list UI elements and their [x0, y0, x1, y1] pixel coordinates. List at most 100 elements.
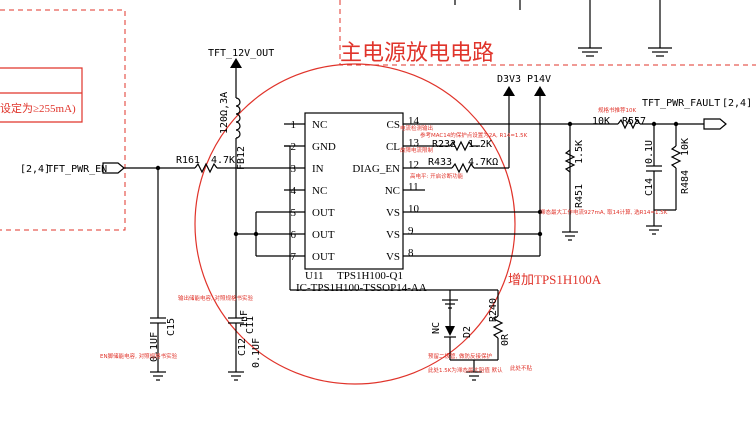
tft-pwr-fault-ref: [2,4] [722, 98, 752, 109]
p14v-arrow [534, 86, 546, 96]
vs-pins-bus [425, 209, 543, 257]
resistor-r484: 10K R484 [670, 124, 691, 210]
resistor-r240: R240 0R [450, 290, 511, 381]
resistor-r557: 10K R557 [592, 116, 704, 130]
ic-pin-num-9: 9 [408, 225, 414, 237]
c12-ref: C12 [237, 338, 248, 356]
tft-12v-out-arrow [230, 58, 242, 68]
note-diag: 高电平: 开启诊断功能 [410, 172, 464, 180]
c15-ref: C15 [166, 318, 177, 336]
ic-pin-num-7: 7 [291, 251, 297, 263]
ic-u11: NC GND IN NC OUT OUT OUT CS CL DIAG_EN N… [291, 112, 427, 294]
d3v3-label: D3V3 [497, 74, 521, 85]
tft-pwr-en-label: TFT_PWR_EN [47, 164, 107, 175]
ic-pin-num-1: 1 [291, 119, 297, 131]
ic-pin-num-8: 8 [408, 247, 414, 259]
r557-value: 10K [592, 116, 610, 127]
note-r557: 规格书推荐10K [598, 106, 636, 114]
out-pins-bus [253, 211, 284, 257]
region-boundaries [0, 0, 756, 231]
ic-pin-name-3: IN [312, 163, 324, 175]
ic-pin-name-11: NC [385, 185, 400, 197]
tft-pwr-fault-label: TFT_PWR_FAULT [642, 98, 720, 109]
left-box-text: 设定为≥255mA) [0, 101, 76, 115]
p14v-label: P14V [527, 74, 551, 85]
design-notes: 电流检测输出 参考MAC14的保护点设置为2A, R14=1.5K 故障电流限制… [100, 106, 668, 374]
c12-value: 0.1UF [251, 338, 262, 368]
note-fault-limit: 故障电流限制 [400, 146, 434, 154]
ic-pin-name-14: CS [387, 119, 400, 131]
ic-body [304, 112, 404, 270]
capacitor-c11: C11 1nF C12 0.1UF [228, 310, 262, 381]
ic-pin-name-1: NC [312, 119, 327, 131]
resistor-r451: 1.5K R451 [562, 140, 585, 241]
ic-pin-num-5: 5 [291, 207, 297, 219]
ic-pin-name-4: NC [312, 185, 327, 197]
r557-ref: R557 [622, 116, 646, 127]
r433-ref: R433 [428, 157, 452, 168]
resistor-r433: R433 4.7KΩ [425, 157, 509, 174]
ic-pin-num-3: 3 [291, 163, 297, 175]
ic-ref: U11 [305, 270, 324, 282]
r240-value: 0R [500, 333, 511, 346]
d3v3-arrow [503, 86, 515, 96]
ic-pin-num-11: 11 [408, 181, 419, 193]
ic-pin-num-12: 12 [408, 159, 419, 171]
ic-pin-num-10: 10 [408, 203, 420, 215]
cs-net [425, 121, 618, 232]
fb12-value: 120Ω,3A [219, 92, 230, 134]
tft-pwr-en-port [102, 162, 125, 174]
c14-ref: C14 [644, 178, 655, 196]
note-en-cap: EN脚储能电容, 对照规格书实验 [100, 352, 178, 360]
ic-pin-num-6: 6 [291, 229, 297, 241]
top-right-partial-parts [454, 0, 672, 57]
ic-pin-num-2: 2 [291, 141, 297, 153]
ic-pin-name-5: OUT [312, 207, 335, 219]
r240-ref: R240 [488, 298, 499, 322]
r232-value: 1.2K [468, 139, 492, 150]
d2-symbol [445, 326, 455, 336]
ic-value: TPS1H100-Q1 [337, 270, 403, 282]
highlight-circle [194, 63, 516, 385]
ic-pin-name-13: CL [386, 141, 400, 153]
tft-pwr-en-ref: [2,4] [20, 164, 50, 175]
r484-value: 10K [680, 138, 691, 156]
ic-pin-stubs [284, 123, 425, 257]
note-cs-calc: 滞态最大工作电流927mA, 取14计算, 选R14=1.5K [540, 208, 668, 216]
ic-package: IC-TPS1H100-TSSOP14-AA [296, 282, 427, 294]
ic-pin-num-4: 4 [291, 185, 297, 197]
ic-pin-name-6: OUT [312, 229, 335, 241]
ic-pin-num-13: 13 [408, 137, 420, 149]
c11-ref: C11 [245, 316, 256, 334]
resistor-r232: R232 1.2K [425, 139, 492, 152]
c14-value: 0.1U [644, 140, 655, 164]
fb12-ref: FB12 [236, 146, 247, 170]
ic-pin-name-2: GND [312, 141, 336, 153]
supply-nets: D3V3 P14V [497, 74, 551, 256]
note-out-cap: 输出储能电容, 对照规格书实验 [178, 294, 253, 302]
r232-ref: R232 [432, 139, 456, 150]
ic-pin-name-8: VS [386, 251, 400, 263]
note-cs: 电流检测输出 [400, 124, 433, 132]
diode-d2: NC D2 [431, 300, 473, 360]
ic-pin-name-12: DIAG_EN [352, 163, 400, 175]
circuit-title: 主电源放电电路 [340, 41, 494, 66]
ic-pin-name-10: VS [386, 207, 400, 219]
tft-12v-out-label: TFT_12V_OUT [208, 48, 274, 59]
fault-ground [646, 209, 676, 235]
capacitor-c15: C15 0.1UF [149, 317, 177, 381]
left-spec-box: 设定为≥255mA) [0, 67, 83, 123]
note-no-fit: 此处不贴 [510, 364, 533, 372]
r161-value: 4.7K [211, 155, 235, 166]
c11-value: 1nF [239, 310, 250, 328]
r451-value: 1.5K [574, 140, 585, 164]
r484-ref: R484 [680, 170, 691, 194]
r451-ref: R451 [574, 184, 585, 208]
tft-pwr-fault-net: TFT_PWR_FAULT [2,4] [642, 98, 752, 130]
tft-pwr-en-net: [2,4] TFT_PWR_EN [20, 162, 195, 318]
d2-ref: D2 [462, 326, 473, 338]
r161-ref: R161 [176, 155, 200, 166]
ic-pin-name-7: OUT [312, 251, 335, 263]
c15-value: 0.1UF [149, 332, 160, 362]
